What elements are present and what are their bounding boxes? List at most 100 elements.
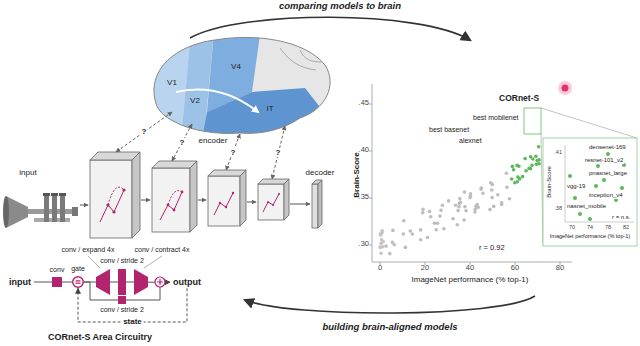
data-point: [393, 243, 397, 247]
point-label: inception_v4: [588, 192, 624, 199]
path-part: [172, 124, 192, 161]
terminal-node: input: [8, 277, 32, 287]
circle-part: [219, 202, 221, 204]
gate-outline: [73, 277, 84, 288]
circle-part: [272, 204, 274, 206]
path-part: [116, 112, 172, 152]
layer-arrows: [80, 200, 310, 205]
data-point: [516, 175, 520, 179]
gate-symbol: [76, 281, 81, 283]
circle-part: [267, 201, 269, 203]
circle-part: [155, 277, 165, 287]
inset-axes: [565, 145, 634, 222]
connector: [126, 282, 134, 283]
data-point: [588, 217, 592, 221]
data-point: [380, 238, 384, 242]
flow-label: comparing models to brain: [279, 1, 401, 12]
axis-tick: .45: [359, 99, 369, 108]
path-part: [272, 126, 285, 179]
point-label: alexnet: [458, 137, 483, 145]
ellipse-part: [3, 196, 9, 228]
circle-part: [112, 210, 115, 213]
expand-block: conv / expand 4x: [96, 269, 110, 295]
area-label: V4: [231, 62, 241, 71]
data-point: [462, 218, 466, 222]
data-point: [379, 252, 383, 256]
input-label: input: [19, 168, 36, 177]
rect-part: [208, 176, 240, 226]
axis-tick: 70: [569, 224, 575, 230]
area-label: V2: [190, 96, 200, 105]
data-point: [606, 152, 610, 156]
axis-tick: .30: [359, 240, 369, 249]
data-point: [463, 205, 467, 209]
axis-title: Brain-Score: [352, 152, 361, 197]
data-point: [521, 175, 525, 179]
trapezoid-shape: [134, 269, 148, 295]
polygon-part: [132, 152, 140, 238]
data-point: [510, 177, 514, 181]
path-part: [263, 194, 279, 212]
path-part: [247, 202, 256, 203]
block-label: conv / stride 2: [100, 306, 144, 314]
add-symbol: [155, 277, 165, 287]
circuit-title: CORnet-S Area Circuitry: [48, 332, 152, 342]
data-point: [429, 215, 433, 219]
stride-block: conv / stride 2: [118, 269, 126, 295]
layer-circuits: [100, 187, 279, 222]
path-part: [154, 37, 330, 133]
point-label: pnasnet_large: [588, 170, 628, 177]
path-part: [108, 187, 124, 205]
zoom-box: [524, 108, 541, 134]
terminal-text: input: [8, 277, 32, 287]
path-part: [141, 200, 150, 201]
data-point: [500, 201, 504, 205]
data-point: [419, 228, 423, 232]
data-point: [534, 154, 538, 158]
axis-title: ImageNet performance (% top-1): [412, 275, 529, 284]
question-mark: ?: [275, 148, 282, 157]
data-point: [438, 214, 442, 218]
data-point: [456, 223, 460, 227]
point-label: densenet-169: [588, 144, 627, 151]
stat-label: r = n.s.: [611, 214, 632, 221]
data-point: [516, 180, 520, 184]
edge-label: state: [121, 317, 144, 326]
circle-part: [122, 188, 125, 191]
polygon-part: [152, 161, 197, 168]
network-layers: [90, 152, 322, 238]
point-label: resnet-101_v2: [584, 157, 624, 164]
data-point: [489, 181, 493, 185]
point-label: best basenet: [428, 126, 470, 134]
shape-outline: [96, 269, 110, 295]
data-point: [523, 157, 527, 161]
leader-lines: [88, 256, 162, 268]
data-point: [451, 217, 455, 221]
polygon-part: [90, 152, 140, 160]
axis-tick: 60: [511, 264, 519, 273]
data-point: [602, 178, 606, 182]
area-label: V1: [167, 78, 177, 87]
data-point: [434, 228, 438, 232]
circle-part: [225, 206, 227, 208]
terminal-text: output: [172, 277, 202, 287]
data-point: [490, 188, 494, 192]
rect-part: [59, 193, 66, 196]
highlight-point: [562, 85, 569, 92]
area-label: IT: [266, 104, 273, 113]
data-point: [573, 196, 577, 200]
data-point: [441, 203, 445, 207]
path-part: [144, 256, 162, 268]
data-point: [492, 205, 496, 209]
data-point: [469, 192, 473, 196]
data-point: [379, 233, 383, 237]
data-point: [447, 199, 451, 203]
circle-part: [278, 193, 280, 195]
path-part: [160, 192, 182, 220]
stat-label: r = 0.92: [478, 244, 506, 253]
group-label: encoder: [199, 136, 228, 145]
highlight-halo: [558, 81, 572, 95]
block-label: conv / contract 4x: [135, 246, 190, 254]
data-point: [527, 167, 531, 171]
data-point: [439, 208, 443, 212]
